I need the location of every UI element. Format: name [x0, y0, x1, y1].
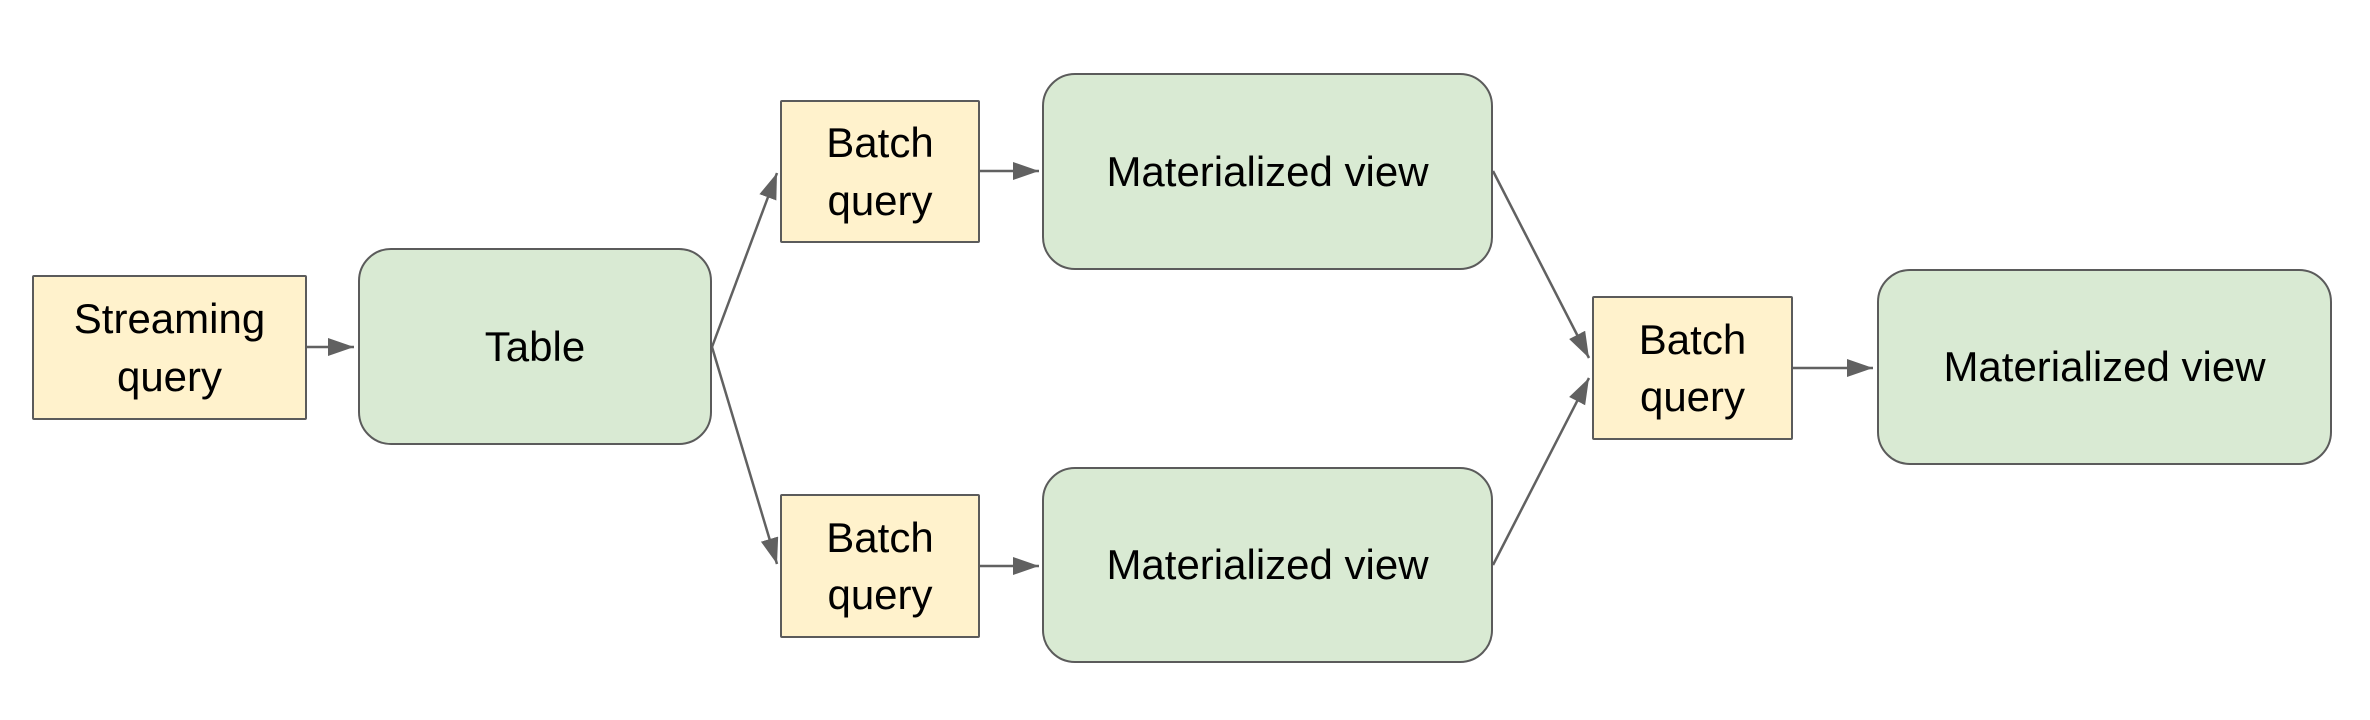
node-label-batch-query-right: Batch query	[1638, 315, 1747, 420]
node-materialized-view-right: Materialized view	[1877, 269, 2332, 465]
node-label-batch-query-bottom: Batch query	[826, 513, 934, 618]
node-table: Table	[358, 248, 712, 445]
node-label-materialized-view-top: Materialized view	[1106, 147, 1429, 195]
connector-table-to-batch-query-bottom	[710, 346, 779, 565]
node-batch-query-top: Batch query	[780, 100, 980, 243]
connector-materialized-view-top-to-batch-query-right	[1491, 170, 1591, 359]
node-label-materialized-view-bottom: Materialized view	[1106, 541, 1429, 589]
node-batch-query-bottom: Batch query	[780, 494, 980, 638]
node-label-table: Table	[484, 322, 586, 370]
node-streaming-query: Streaming query	[32, 275, 307, 420]
node-materialized-view-bottom: Materialized view	[1042, 467, 1493, 663]
node-materialized-view-top: Materialized view	[1042, 73, 1493, 270]
node-label-streaming-query: Streaming query	[73, 295, 266, 400]
node-label-batch-query-top: Batch query	[826, 119, 934, 224]
node-batch-query-right: Batch query	[1592, 296, 1793, 440]
connector-materialized-view-bottom-to-batch-query-right	[1491, 377, 1591, 566]
connector-table-to-batch-query-top	[710, 172, 779, 348]
node-label-materialized-view-right: Materialized view	[1943, 343, 2266, 391]
